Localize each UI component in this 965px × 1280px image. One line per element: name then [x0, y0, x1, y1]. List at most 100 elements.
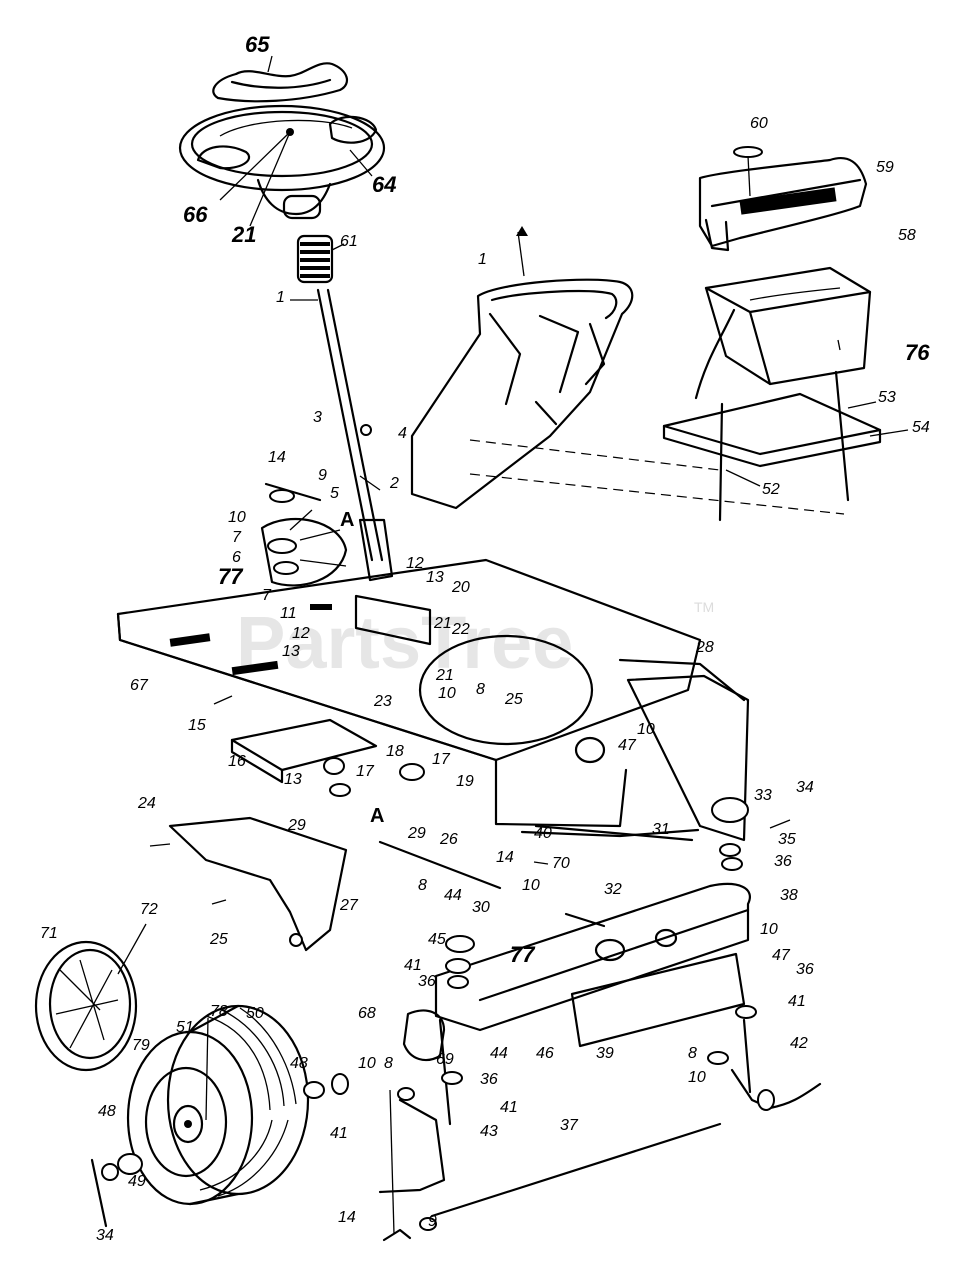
callout-c34b: 34	[96, 1227, 114, 1244]
callout-c39: 39	[596, 1045, 614, 1062]
callout-c12a: 12	[406, 555, 424, 572]
callout-c23: 23	[373, 693, 392, 710]
callout-c51: 51	[176, 1019, 194, 1036]
callout-c69: 69	[436, 1051, 454, 1068]
callout-c27: 27	[339, 897, 359, 914]
callout-c9b: 9	[428, 1213, 437, 1230]
callout-c4: 4	[398, 425, 407, 442]
callout-c79: 79	[132, 1037, 150, 1054]
front-axle	[434, 882, 751, 1048]
callout-c9a: 9	[318, 467, 327, 484]
callout-c22: 22	[451, 621, 470, 638]
callout-c10c: 10	[637, 721, 655, 738]
callout-c20: 20	[451, 579, 470, 596]
callout-c8a: 8	[476, 681, 485, 698]
callout-c25a: 25	[504, 691, 523, 708]
callout-c8c: 8	[688, 1045, 697, 1062]
callout-c21b: 21	[433, 615, 452, 632]
callout-c61: 61	[340, 233, 358, 250]
callout-c2: 2	[389, 475, 399, 492]
callout-c41b: 41	[788, 993, 806, 1010]
callout-c41c: 41	[500, 1099, 518, 1116]
callout-c42: 42	[790, 1035, 808, 1052]
steering-shaft	[290, 288, 394, 582]
steering-bushing	[296, 234, 345, 284]
callout-c24: 24	[137, 795, 156, 812]
callout-c5: 5	[330, 485, 339, 502]
callout-c10b: 10	[438, 685, 456, 702]
callout-c10g: 10	[358, 1055, 376, 1072]
callout-c10f: 10	[688, 1069, 706, 1086]
callout-c14a: 14	[268, 449, 286, 466]
callout-c30: 30	[472, 899, 490, 916]
callout-c71: 71	[40, 925, 58, 942]
callout-c41a: 41	[404, 957, 422, 974]
callout-c33: 33	[754, 787, 772, 804]
callout-c40: 40	[534, 825, 552, 842]
hub-cap	[34, 923, 147, 1072]
callout-c54: 54	[912, 419, 930, 436]
callout-c76: 76	[905, 340, 930, 365]
callout-c7a: 7	[232, 529, 242, 546]
tie-rod	[378, 824, 722, 1218]
callout-c47b: 47	[772, 947, 791, 964]
callout-c44a: 44	[444, 887, 462, 904]
callout-c35: 35	[778, 831, 796, 848]
callout-c10a: 10	[228, 509, 246, 526]
dash-panel	[410, 226, 634, 510]
callout-c60: 60	[750, 115, 768, 132]
callout-c50: 50	[246, 1005, 264, 1022]
spindles	[378, 1018, 822, 1194]
callout-c34a: 34	[796, 779, 814, 796]
callout-c18: 18	[386, 743, 404, 760]
callout-c10e: 10	[760, 921, 778, 938]
watermark-text: PartsTree	[236, 601, 573, 684]
fasteners	[149, 695, 791, 1242]
callout-c47a: 47	[618, 737, 637, 754]
callout-c36d: 36	[480, 1071, 498, 1088]
callout-c52: 52	[762, 481, 780, 498]
callout-c48a: 48	[290, 1055, 308, 1072]
callout-c65: 65	[245, 32, 270, 57]
callout-c11: 11	[280, 605, 297, 622]
callout-c8d: 8	[384, 1055, 393, 1072]
callout-c41d: 41	[330, 1125, 348, 1142]
callout-c21c: 21	[435, 667, 454, 684]
callout-c3: 3	[313, 409, 322, 426]
callout-c17a: 17	[432, 751, 451, 768]
callout-c48b: 48	[98, 1103, 116, 1120]
callout-c64: 64	[372, 172, 396, 197]
callout-c44b: 44	[490, 1045, 508, 1062]
callout-c77a: 77	[218, 564, 244, 589]
callout-c49: 49	[128, 1173, 146, 1190]
callout-c78: 78	[210, 1003, 228, 1020]
callout-cA2: A	[370, 805, 384, 827]
callout-c36a: 36	[774, 853, 792, 870]
steering-wheel	[178, 55, 386, 227]
callout-c10d: 10	[522, 877, 540, 894]
callout-c46: 46	[536, 1045, 554, 1062]
callout-c14b: 14	[496, 849, 514, 866]
callout-c43: 43	[480, 1123, 498, 1140]
callout-c1b: 1	[478, 251, 487, 268]
callout-c13b: 13	[282, 643, 300, 660]
callout-c70: 70	[552, 855, 570, 872]
steering-wheel-cap	[212, 62, 349, 103]
callout-c68: 68	[358, 1005, 376, 1022]
callout-c58: 58	[898, 227, 916, 244]
lower-bracket	[168, 718, 378, 952]
callout-c45: 45	[428, 931, 446, 948]
battery-tray	[469, 370, 909, 522]
callout-c15: 15	[188, 717, 206, 734]
callout-c8b: 8	[418, 877, 427, 894]
callout-c32: 32	[604, 881, 622, 898]
callout-c6: 6	[232, 549, 241, 566]
callout-c26: 26	[439, 831, 458, 848]
callout-c13a: 13	[426, 569, 444, 586]
callout-c36c: 36	[418, 973, 436, 990]
callout-cA1: A	[340, 509, 354, 531]
callout-c67: 67	[130, 677, 149, 694]
callout-c13c: 13	[284, 771, 302, 788]
